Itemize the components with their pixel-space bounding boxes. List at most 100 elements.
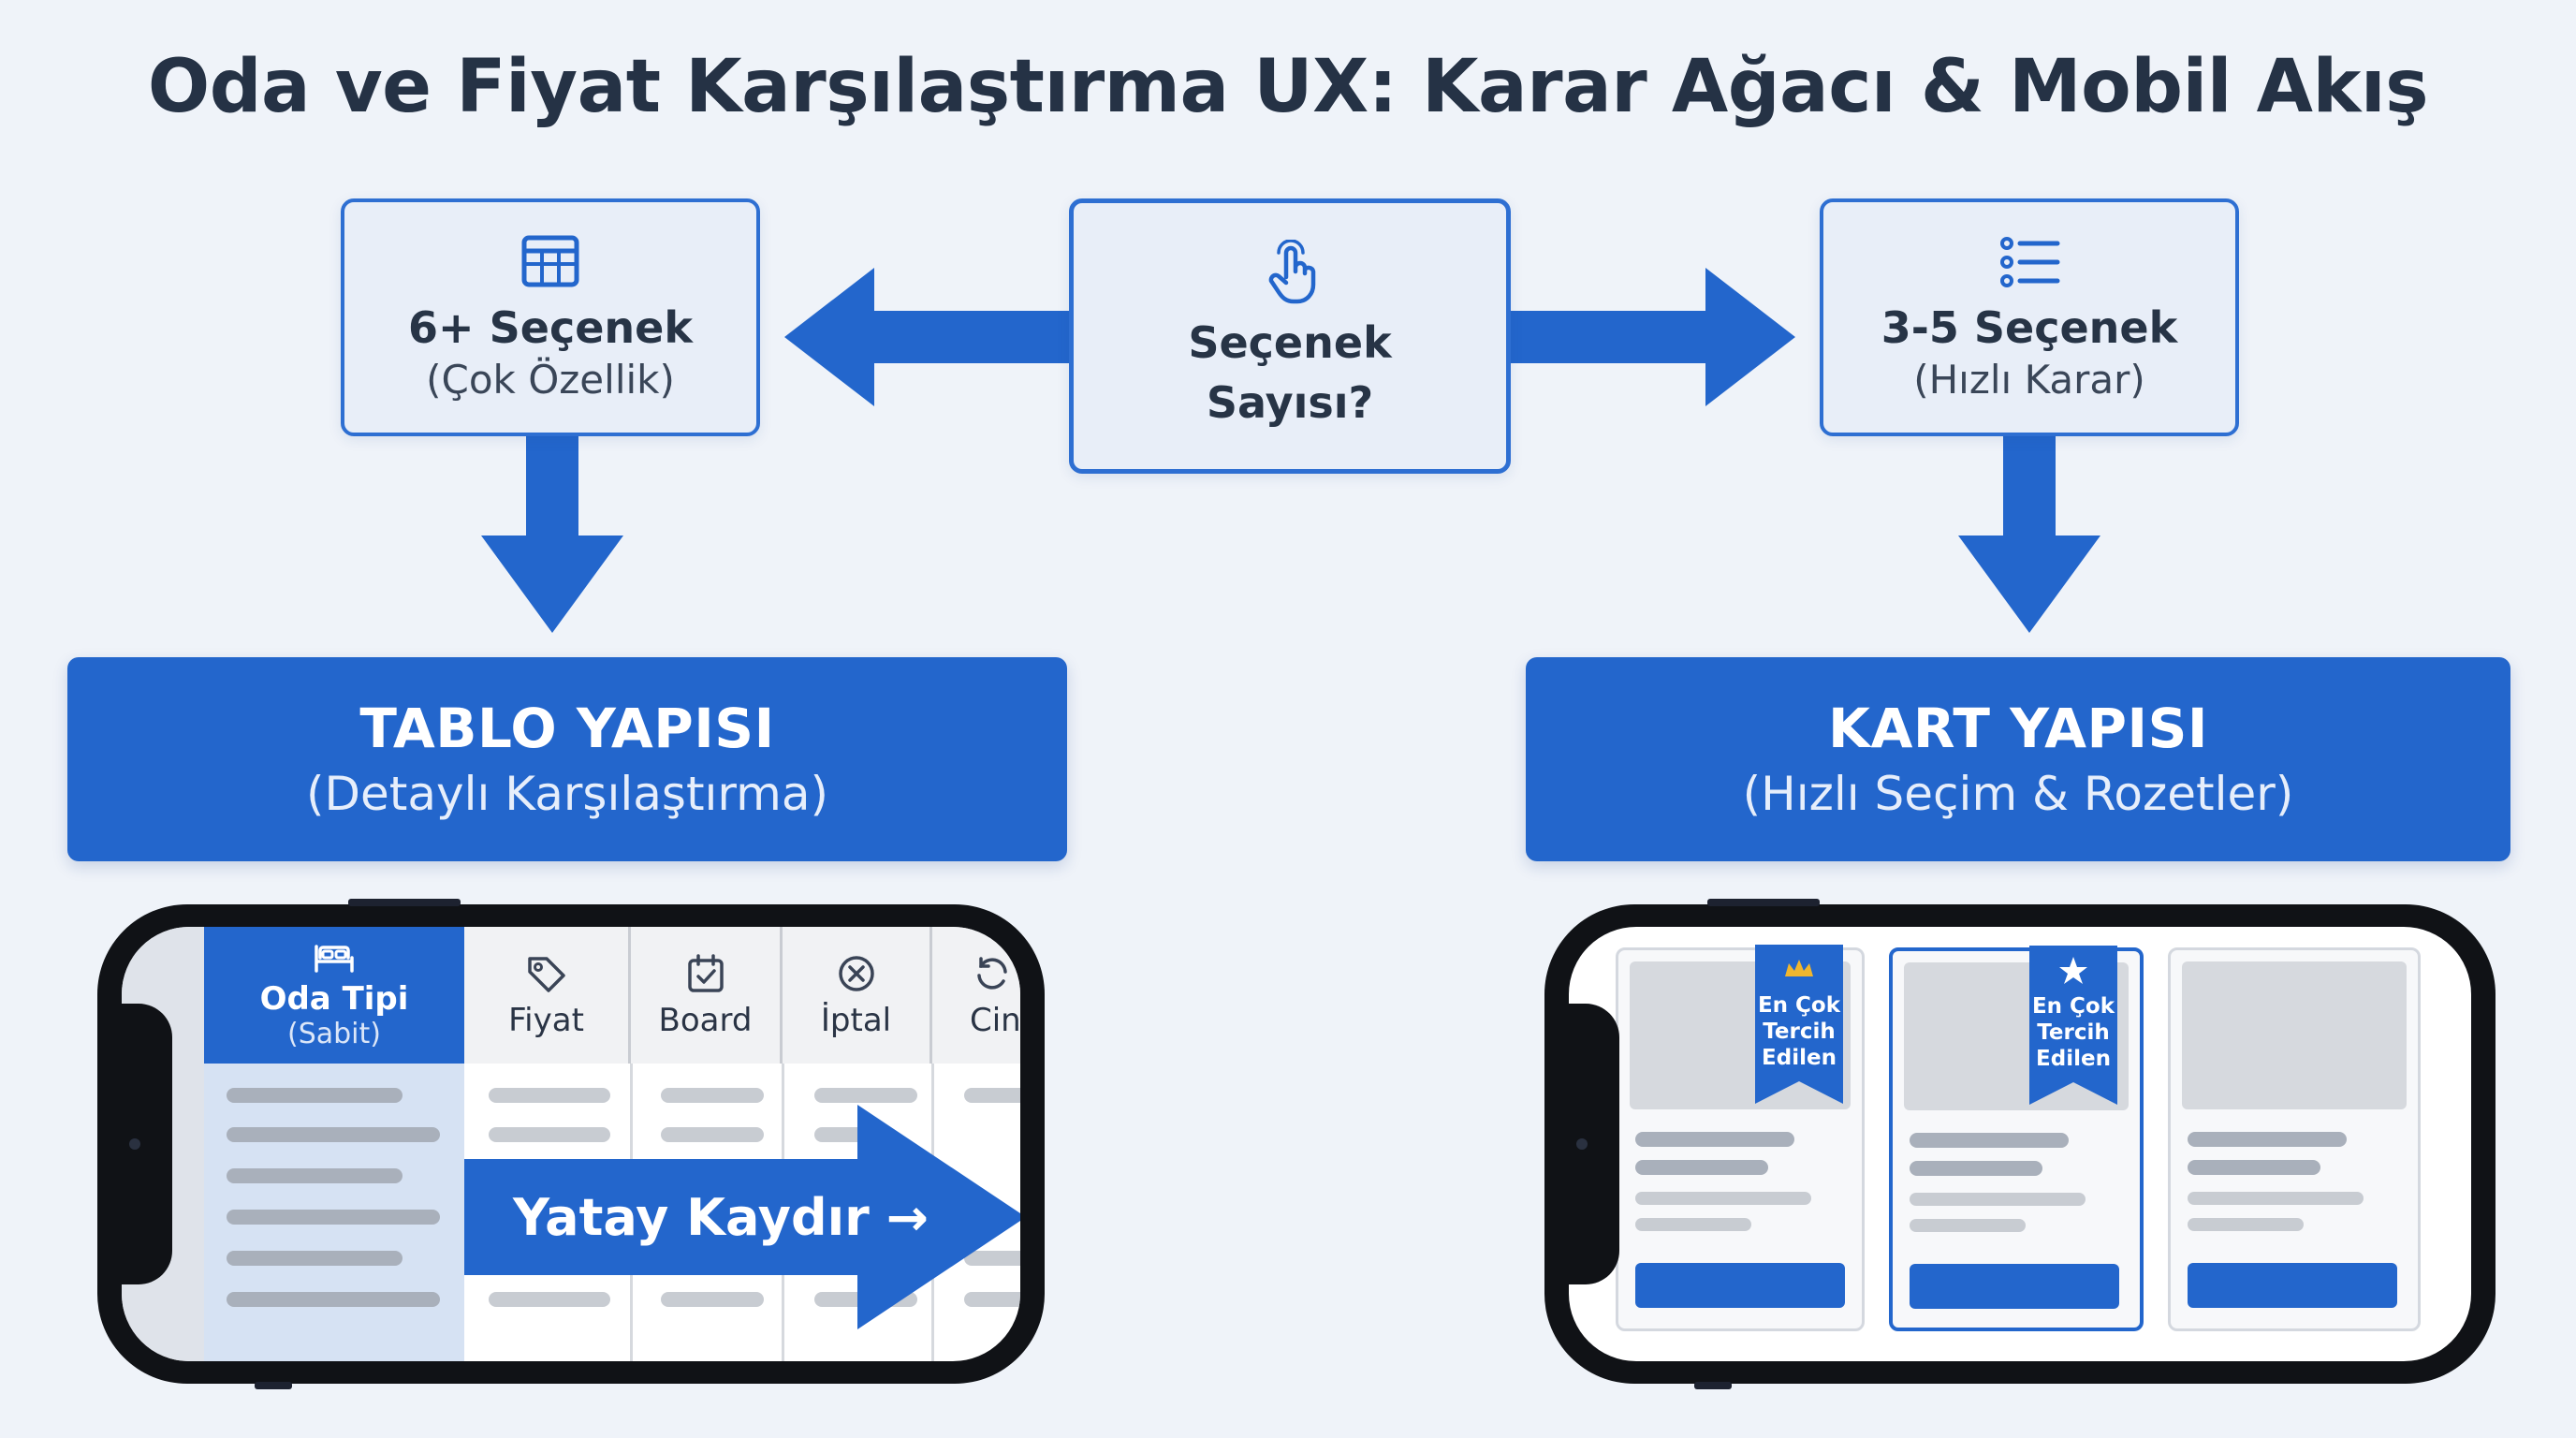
outcome-table-structure: TABLO YAPISI (Detaylı Karşılaştırma) — [67, 657, 1067, 861]
placeholder-cell — [489, 1088, 610, 1103]
badge-line: En Çok — [1757, 993, 1841, 1018]
fixed-column: Oda Tipi (Sabit) — [204, 927, 464, 1361]
placeholder-row — [227, 1127, 440, 1142]
phone-side-button — [255, 1382, 292, 1389]
placeholder-text — [2188, 1160, 2320, 1175]
column-header-room-type[interactable]: Oda Tipi (Sabit) — [204, 927, 464, 1064]
placeholder-text — [1635, 1192, 1811, 1205]
room-card[interactable]: En Çok Tercih Edilen — [1616, 945, 1865, 1331]
column-header-cancel[interactable]: İptal — [783, 927, 932, 1064]
placeholder-cell — [661, 1088, 764, 1103]
room-card-selected[interactable]: En Çok Tercih Edilen — [1889, 946, 2144, 1331]
placeholder-cell — [489, 1292, 610, 1307]
placeholder-cell — [964, 1292, 1020, 1307]
star-icon — [2059, 957, 2087, 984]
placeholder-cell — [661, 1292, 764, 1307]
placeholder-row — [227, 1292, 440, 1307]
badge-line: En Çok — [2031, 994, 2115, 1019]
node-label: 3-5 Seçenek — [1881, 301, 2178, 353]
placeholder-cell — [964, 1088, 1020, 1103]
node-label: 6+ Seçenek — [408, 301, 693, 353]
phone-screen: En Çok Tercih Edilen En Çok — [1569, 927, 2471, 1361]
room-image-placeholder — [2182, 961, 2407, 1109]
placeholder-text — [1910, 1219, 2026, 1232]
ribbon-shape — [2029, 946, 2117, 1105]
crown-icon — [1785, 960, 1813, 976]
arrow-right-icon: → — [886, 1187, 929, 1247]
badge-line: Edilen — [2036, 1047, 2111, 1071]
column-header-label: Cin — [970, 1002, 1020, 1039]
placeholder-text — [2188, 1192, 2364, 1205]
placeholder-cell — [814, 1088, 917, 1103]
refresh-icon — [977, 957, 1007, 990]
tag-icon — [527, 957, 565, 992]
node-sublabel: (Hızlı Karar) — [1913, 357, 2145, 404]
arrow-to-right-node — [1511, 268, 1795, 406]
question-line-1: Seçenek — [1188, 316, 1392, 368]
outcome-subtitle: (Detaylı Karşılaştırma) — [306, 767, 828, 822]
room-card[interactable] — [2168, 947, 2421, 1331]
placeholder-text — [1635, 1218, 1751, 1231]
outcome-title: KART YAPISI — [1828, 696, 2208, 760]
column-header-sublabel: (Sabit) — [287, 1018, 381, 1051]
badge-line: Edilen — [1762, 1046, 1837, 1070]
bed-icon — [315, 944, 354, 973]
phone-camera — [129, 1138, 140, 1150]
badge-line: Tercih — [1763, 1020, 1836, 1044]
placeholder-text — [1910, 1193, 2086, 1206]
phone-table-mockup: Oda Tipi (Sabit) Fiyat — [97, 899, 1045, 1389]
node-many-options: 6+ Seçenek (Çok Özellik) — [341, 198, 760, 436]
select-room-button[interactable] — [1910, 1264, 2119, 1309]
arrow-down-to-card — [1958, 436, 2100, 633]
comparison-table: Oda Tipi (Sabit) Fiyat — [122, 927, 1020, 1361]
outcome-title: TABLO YAPISI — [359, 696, 775, 760]
column-header-price[interactable]: Fiyat — [464, 927, 631, 1064]
phone-screen: Oda Tipi (Sabit) Fiyat — [122, 927, 1020, 1361]
outcome-card-structure: KART YAPISI (Hızlı Seçim & Rozetler) — [1526, 657, 2510, 861]
horizontal-scroll-arrow[interactable] — [464, 1105, 1020, 1329]
calendar-check-icon — [687, 954, 724, 992]
phone-side-button — [348, 899, 461, 906]
best-seller-badge: En Çok Tercih Edilen — [1755, 945, 1843, 1104]
placeholder-text — [1910, 1133, 2069, 1148]
page-title: Oda ve Fiyat Karşılaştırma UX: Karar Ağa… — [147, 45, 2429, 129]
phone-side-button — [1694, 1382, 1732, 1389]
column-header-label: Board — [658, 1002, 753, 1039]
list-icon — [2000, 236, 2060, 287]
phone-card-mockup: En Çok Tercih Edilen En Çok — [1544, 899, 2496, 1389]
arrow-to-left-node — [784, 268, 1069, 406]
placeholder-row — [227, 1210, 440, 1225]
tap-hand-icon — [1268, 239, 1316, 303]
cancel-circle-icon — [838, 956, 874, 991]
placeholder-cell — [661, 1127, 764, 1142]
table-grid-icon — [521, 235, 579, 287]
placeholder-text — [1635, 1132, 1794, 1147]
phone-side-button — [1707, 899, 1820, 906]
placeholder-row — [227, 1088, 402, 1103]
badge-line: Tercih — [2037, 1020, 2110, 1045]
placeholder-cell — [489, 1127, 610, 1142]
placeholder-row — [227, 1168, 402, 1183]
best-seller-badge: En Çok Tercih Edilen — [2029, 946, 2117, 1105]
placeholder-text — [1910, 1161, 2042, 1176]
ribbon-shape — [1755, 945, 1843, 1104]
phone-camera — [1576, 1138, 1588, 1150]
column-header-board[interactable]: Board — [631, 927, 783, 1064]
phone-notch — [1567, 1004, 1619, 1284]
question-line-2: Sayısı? — [1206, 377, 1374, 428]
column-header-partial[interactable]: Cin — [932, 927, 1020, 1064]
placeholder-row — [227, 1251, 402, 1266]
select-room-button[interactable] — [1635, 1263, 1845, 1308]
column-header-label: İptal — [820, 1002, 892, 1039]
select-room-button[interactable] — [2188, 1263, 2397, 1308]
node-sublabel: (Çok Özellik) — [426, 357, 675, 404]
column-header-label: Fiyat — [508, 1002, 584, 1039]
placeholder-text — [1635, 1160, 1768, 1175]
placeholder-text — [2188, 1132, 2347, 1147]
phone-notch — [120, 1004, 172, 1284]
arrow-down-to-table — [481, 436, 623, 633]
scroll-hint: Yatay Kaydır → — [513, 1187, 929, 1247]
outcome-subtitle: (Hızlı Seçim & Rozetler) — [1742, 767, 2294, 822]
